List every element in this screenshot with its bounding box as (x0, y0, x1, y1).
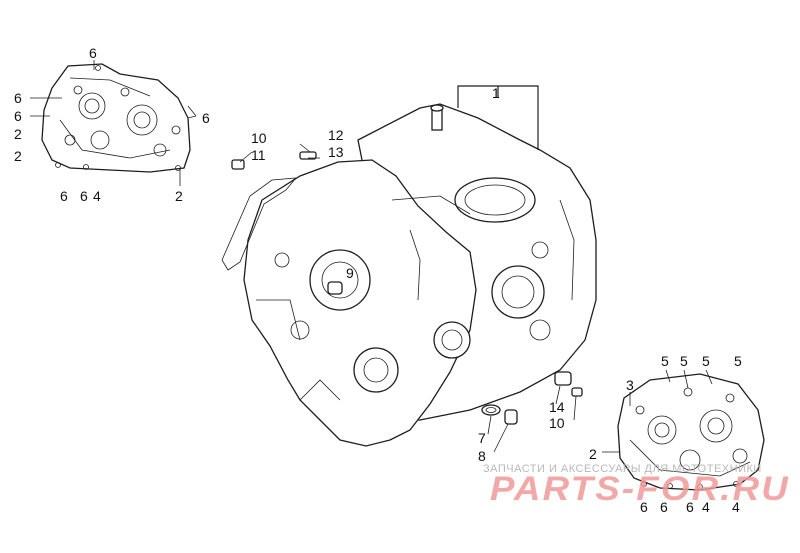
callout-6: 6 (686, 499, 694, 515)
callout-6: 6 (80, 188, 88, 204)
callout-5: 5 (680, 353, 688, 369)
callout-3: 3 (626, 377, 634, 393)
callout-6: 6 (14, 108, 22, 124)
callout-4: 4 (702, 499, 710, 515)
callout-1: 1 (492, 85, 500, 101)
callout-5: 5 (734, 353, 742, 369)
callout-7: 7 (478, 430, 486, 446)
callout-2: 2 (14, 126, 22, 142)
main-crankcase-drawing (221, 103, 597, 447)
callout-2: 2 (589, 446, 597, 462)
callout-6: 6 (202, 110, 210, 126)
callout-11: 11 (251, 147, 266, 163)
callout-5: 5 (661, 353, 669, 369)
callout-10: 10 (251, 130, 267, 146)
small-fittings-drawing (231, 151, 583, 425)
callout-14: 14 (549, 399, 565, 415)
callout-6: 6 (660, 499, 668, 515)
callout-8: 8 (478, 448, 486, 464)
callout-6: 6 (60, 188, 68, 204)
callout-6: 6 (89, 45, 97, 61)
callout-13: 13 (328, 144, 344, 160)
watermark: ЗАПЧАСТИ И АКСЕССУАРЫ ДЛЯ МОТОТЕХНИКИ PA… (483, 463, 790, 508)
callout-2: 2 (14, 148, 22, 164)
callout-10: 10 (549, 415, 565, 431)
callout-4: 4 (732, 499, 740, 515)
leader-lines (30, 60, 713, 453)
watermark-logo: PARTS-FOR.RU (490, 470, 790, 508)
watermark-caption: ЗАПЧАСТИ И АКСЕССУАРЫ ДЛЯ МОТОТЕХНИКИ (483, 463, 762, 475)
callout-4: 4 (93, 188, 101, 204)
callout-labels: 1 6 6 6 2 2 6 6 4 2 6 10 11 12 13 9 14 1… (14, 45, 742, 515)
callout-6: 6 (640, 499, 648, 515)
left-case-half-drawing (41, 63, 191, 173)
right-case-half-drawing (617, 373, 765, 491)
callout-6: 6 (14, 90, 22, 106)
callout-5: 5 (702, 353, 710, 369)
callout-12: 12 (328, 127, 344, 143)
callout-9: 9 (346, 265, 354, 281)
callout-2: 2 (175, 188, 183, 204)
